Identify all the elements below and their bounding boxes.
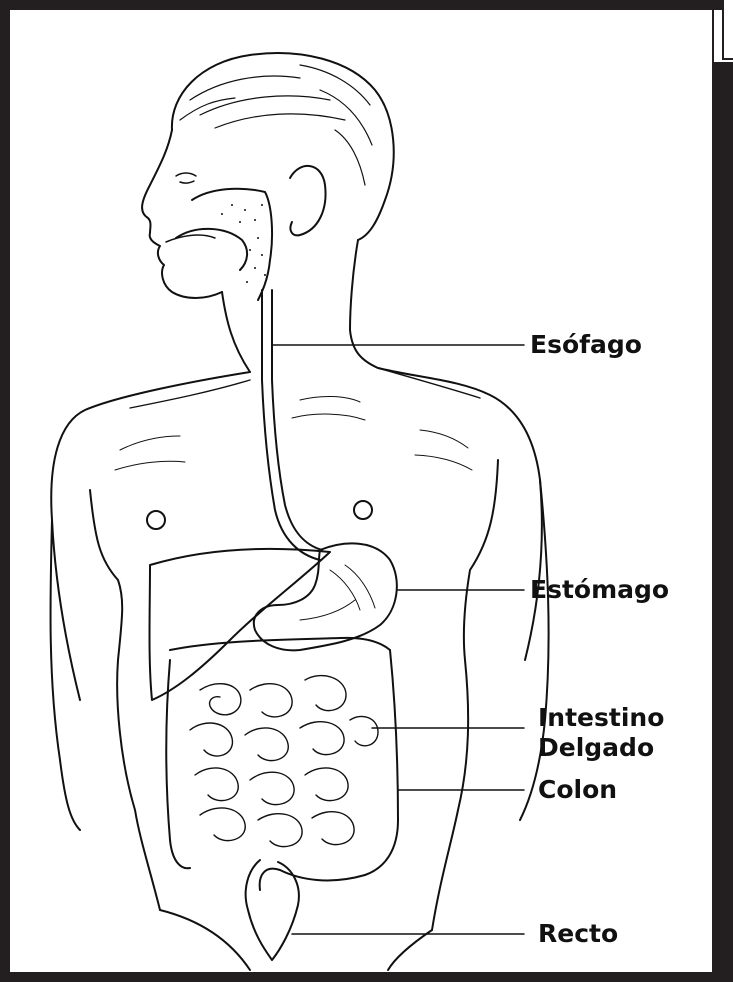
- nipple-left: [147, 511, 165, 529]
- neck-front: [222, 292, 250, 372]
- arm-right: [520, 480, 549, 820]
- hair-strands: [180, 65, 372, 185]
- mouth: [166, 235, 215, 242]
- stomach: [254, 543, 397, 650]
- nipple-right: [354, 501, 372, 519]
- hair-outline: [172, 53, 394, 240]
- label-colon: Colon: [538, 775, 617, 805]
- label-recto: Recto: [538, 919, 618, 949]
- face-profile: [142, 130, 222, 298]
- waist-line-right: [388, 930, 432, 970]
- liver: [150, 549, 331, 700]
- label-esofago: Esófago: [530, 330, 642, 360]
- esophagus-inner: [272, 290, 322, 550]
- shoulder-right: [378, 368, 542, 660]
- ear: [290, 166, 326, 235]
- colon-descending: [365, 650, 398, 875]
- colon-sigmoid: [260, 869, 365, 890]
- label-estomago: Estómago: [530, 575, 669, 605]
- tongue: [176, 229, 247, 270]
- label-intestino-line2: Delgado: [538, 733, 654, 763]
- collarbone: [130, 368, 480, 408]
- chest-shading: [115, 396, 472, 470]
- waist-line: [160, 910, 250, 970]
- torso-right: [432, 460, 498, 930]
- label-intestino-line1: Intestino: [538, 703, 664, 733]
- neck-back: [350, 240, 378, 368]
- torso-left: [90, 490, 160, 910]
- eye: [176, 173, 196, 183]
- small-intestine-coils: [190, 676, 378, 847]
